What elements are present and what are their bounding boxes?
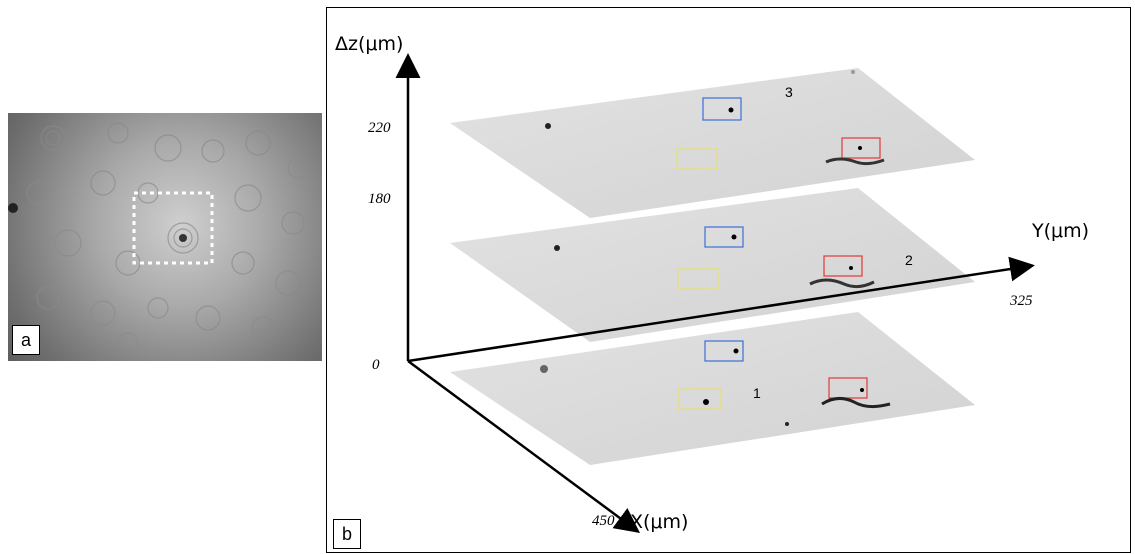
yellow-roi-box	[678, 388, 722, 410]
focal-plane-bottom	[450, 312, 975, 465]
z-tick-220: 220	[368, 120, 391, 136]
z-tick-0: 0	[372, 357, 380, 373]
x-axis-label: X(μm)	[630, 511, 688, 533]
z-axis-label: Δz(μm)	[335, 33, 403, 55]
marker-3: 3	[785, 84, 793, 100]
red-roi-box	[841, 137, 881, 159]
y-axis-arrow	[407, 256, 1035, 363]
blue-roi-box	[704, 226, 744, 248]
panel-a-label: a	[12, 325, 40, 355]
focal-plane-top	[450, 68, 975, 218]
y-tick-325: 325	[1009, 293, 1033, 309]
y-axis-label: Y(μm)	[1031, 220, 1089, 242]
focal-plane-middle	[450, 188, 975, 342]
x-axis-arrow	[407, 359, 641, 533]
panel-b-label: b	[333, 519, 361, 549]
yellow-roi-box	[677, 268, 719, 290]
x-tick-450: 450	[592, 513, 615, 529]
marker-1: 1	[753, 385, 761, 401]
z-tick-180: 180	[368, 191, 391, 207]
hologram-image-panel	[8, 113, 322, 361]
blue-roi-box	[704, 340, 744, 362]
red-roi-box	[828, 377, 868, 399]
red-roi-box	[823, 255, 863, 277]
reconstruction-panel	[326, 7, 1131, 553]
blue-roi-box	[702, 97, 742, 121]
hologram-rings	[8, 122, 309, 354]
marker-2: 2	[905, 252, 913, 268]
yellow-roi-box	[676, 148, 718, 170]
region-of-interest-box	[132, 191, 214, 265]
